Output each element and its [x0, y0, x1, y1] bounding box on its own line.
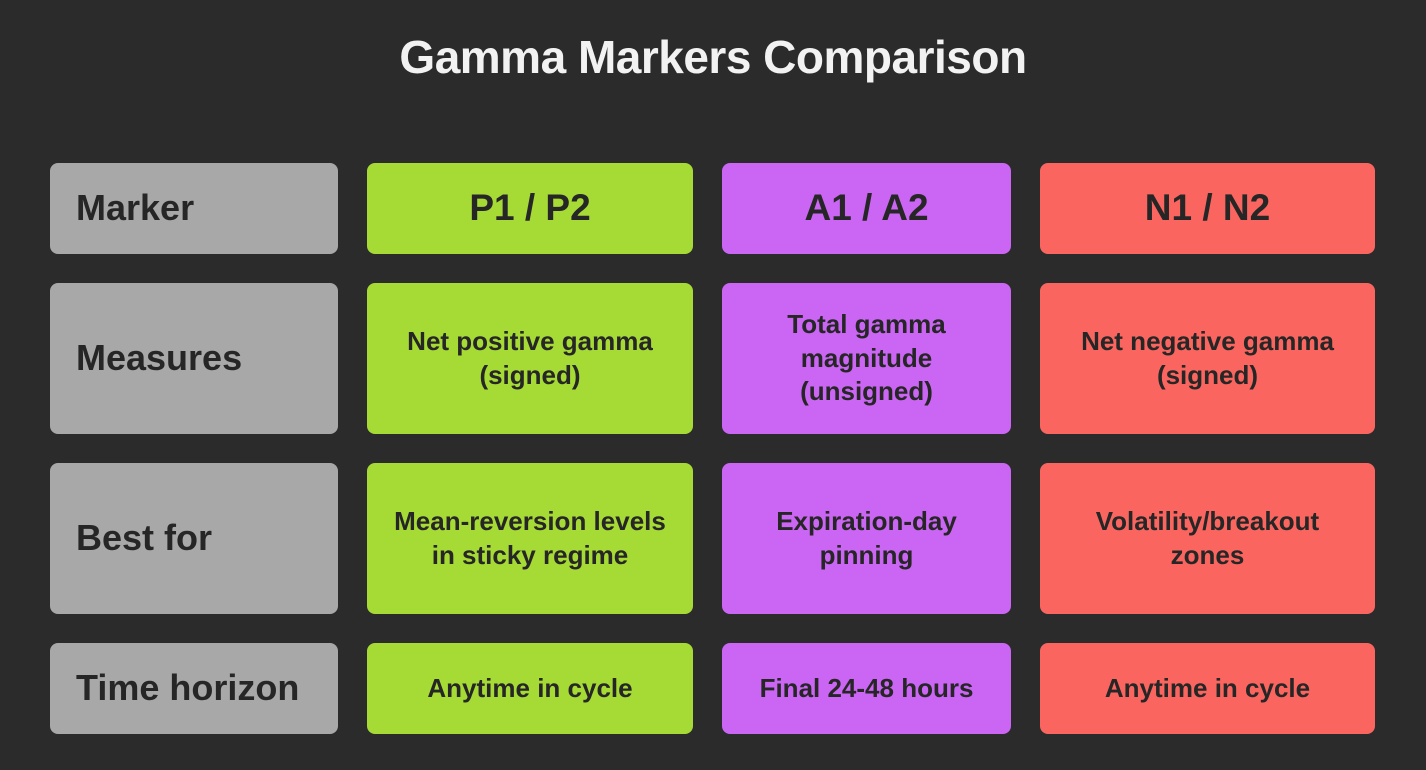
time-horizon-n: Anytime in cycle — [1040, 643, 1375, 734]
measures-p: Net positive gamma (signed) — [367, 283, 693, 434]
marker-p: P1 / P2 — [367, 163, 693, 254]
row-label-best-for: Best for — [50, 463, 338, 614]
best-for-a: Expiration-day pinning — [722, 463, 1011, 614]
measures-a: Total gamma magnitude (unsigned) — [722, 283, 1011, 434]
row-label-marker: Marker — [50, 163, 338, 254]
measures-n: Net negative gamma (signed) — [1040, 283, 1375, 434]
row-label-measures: Measures — [50, 283, 338, 434]
row-label-time-horizon: Time horizon — [50, 643, 338, 734]
marker-n: N1 / N2 — [1040, 163, 1375, 254]
best-for-p: Mean-reversion levels in sticky regime — [367, 463, 693, 614]
page-title: Gamma Markers Comparison — [399, 31, 1027, 83]
time-horizon-p: Anytime in cycle — [367, 643, 693, 734]
best-for-n: Volatility/breakout zones — [1040, 463, 1375, 614]
time-horizon-a: Final 24-48 hours — [722, 643, 1011, 734]
marker-a: A1 / A2 — [722, 163, 1011, 254]
